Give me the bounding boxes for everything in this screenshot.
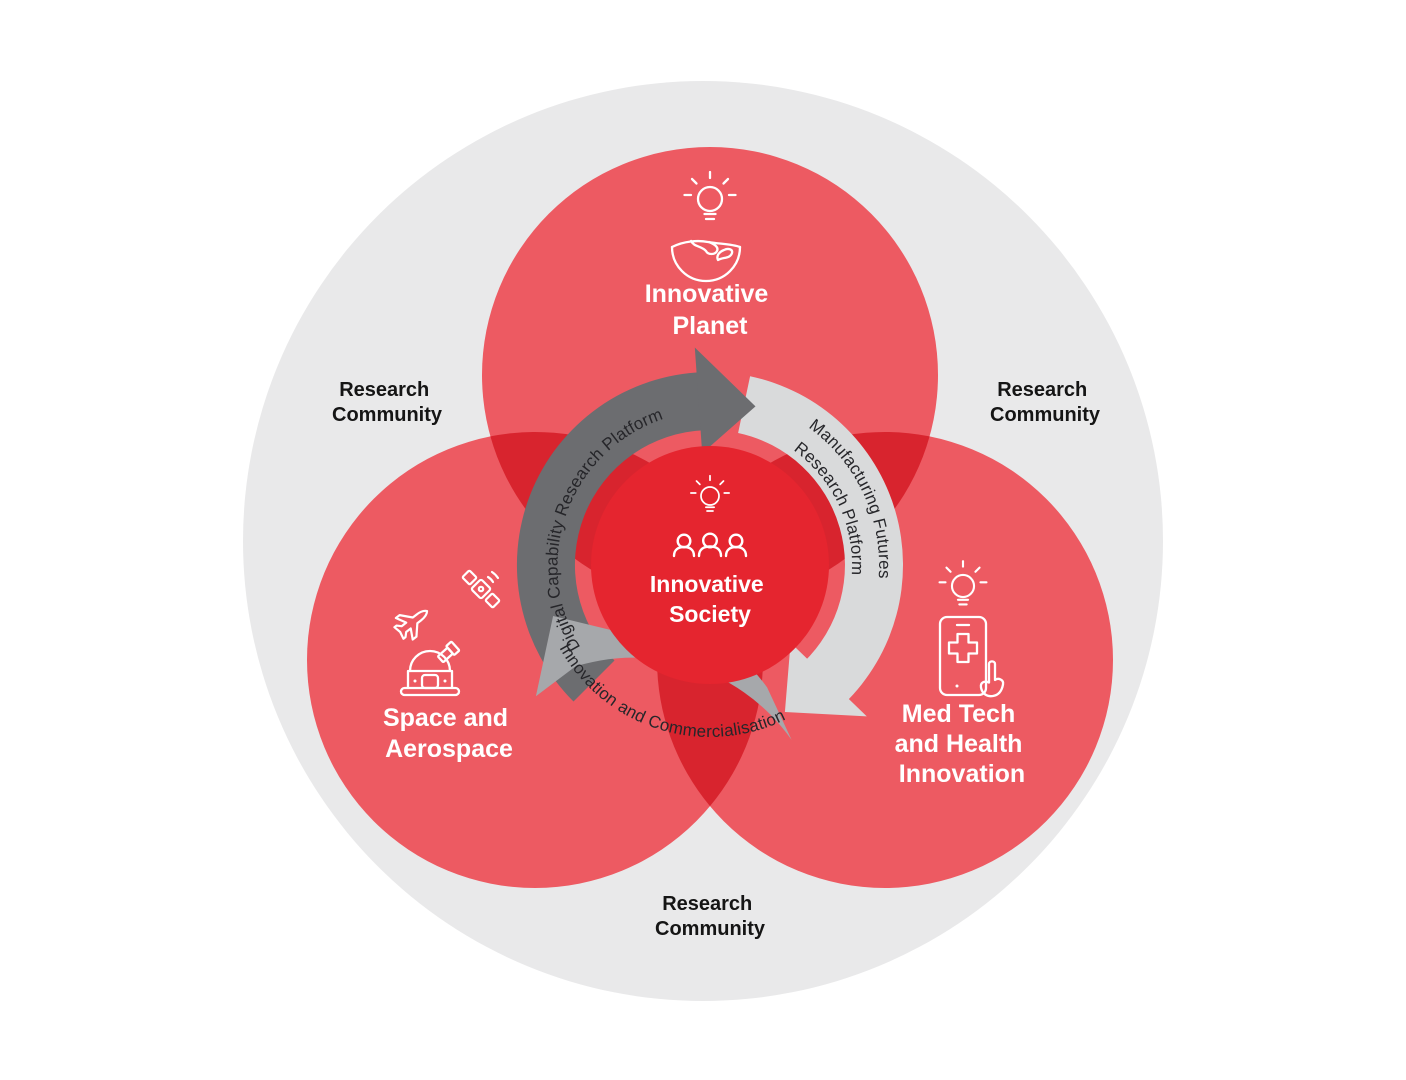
space-aerospace-title-line: Aerospace: [385, 735, 513, 763]
research-community-line: Research: [339, 379, 429, 401]
med-tech-title: Med Tech and Health Innovation: [895, 700, 1030, 788]
half-globe-icon: [670, 239, 742, 283]
arrowhead-innovation-commercialisation: [535, 616, 621, 697]
society-title-line: Society: [669, 601, 751, 627]
society-title: Innovative Society: [650, 571, 770, 627]
planet-title-line: Planet: [672, 312, 748, 340]
space-aerospace-title-line: Space and: [383, 704, 508, 732]
airplane-icon: [393, 609, 429, 641]
research-community-label-left: Research Community: [332, 379, 443, 426]
medical-app-phone-icon: [938, 615, 1005, 698]
space-aerospace-title: Space and Aerospace: [383, 704, 515, 763]
med-tech-title-line: Med Tech: [902, 700, 1015, 728]
observatory-icon: [399, 640, 461, 697]
three-people-icon: [672, 532, 748, 558]
research-community-line: Research: [662, 893, 752, 915]
med-tech-title-line: Innovation: [899, 760, 1025, 788]
arrowhead-digital-capability: [694, 347, 756, 454]
society-circle: [591, 446, 829, 684]
research-community-line: Community: [655, 918, 766, 940]
research-community-line: Community: [990, 404, 1101, 426]
satellite-icon: [461, 569, 501, 609]
med-tech-title-line: and Health: [895, 730, 1023, 758]
research-community-label-bottom: Research Community: [655, 893, 766, 940]
planet-title: Innovative Planet: [645, 280, 776, 340]
pointing-hand-icon: [979, 660, 1005, 698]
ring-segment-manufacturing-futures: [738, 376, 904, 704]
research-community-label-right: Research Community: [990, 379, 1101, 426]
planet-title-line: Innovative: [645, 280, 769, 308]
society-title-line: Innovative: [650, 571, 764, 597]
research-community-line: Research: [997, 379, 1087, 401]
research-community-line: Community: [332, 404, 443, 426]
arrowhead-manufacturing-futures: [784, 642, 867, 717]
